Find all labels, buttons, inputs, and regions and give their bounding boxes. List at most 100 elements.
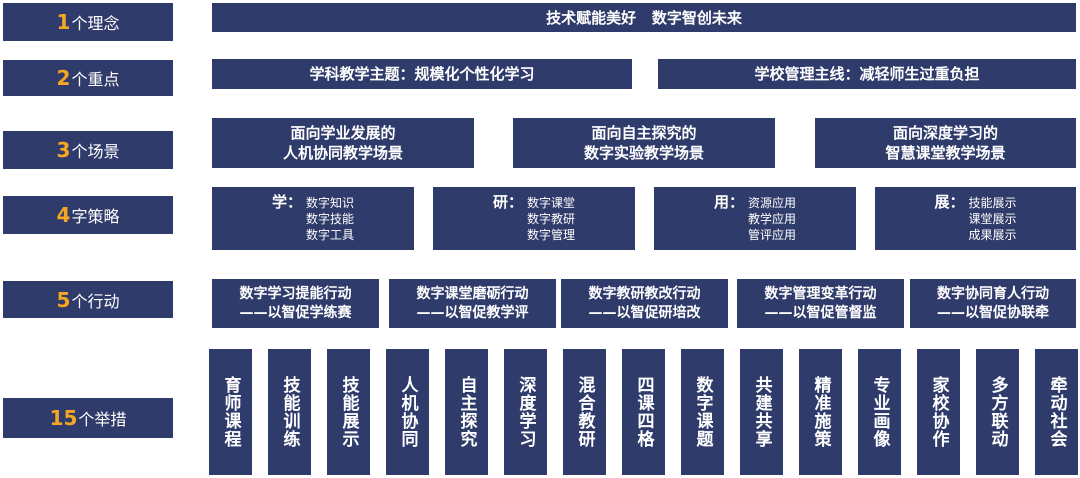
- scene-box: 面向自主探究的 数字实验教学场景: [513, 118, 775, 168]
- measure-text: 专业画像: [869, 376, 890, 448]
- action-title: 数字教研教改行动: [588, 285, 701, 302]
- measure-text: 四课四格: [633, 376, 654, 448]
- strategy-box: 研： 数字课堂 数字教研 数字管理: [433, 187, 635, 250]
- scene-line2: 智慧课堂教学场景: [885, 144, 1006, 162]
- measure-text: 育师课程: [220, 376, 241, 448]
- measure-text: 牵动社会: [1046, 376, 1067, 448]
- measure-box: 共建共享: [740, 349, 783, 475]
- label-text: 个理念: [71, 14, 120, 33]
- label-number: 1: [56, 10, 71, 34]
- measure-box: 数字课题: [681, 349, 724, 475]
- measure-text: 精准施策: [810, 376, 831, 448]
- strategy-item: 数字教研: [527, 212, 576, 226]
- concept-text: 技术赋能美好 数字智创未来: [546, 8, 742, 27]
- action-box: 数字协同育人行动 ——以智促协联牵: [910, 279, 1076, 328]
- strategy-item: 数字课堂: [527, 196, 576, 210]
- focus-box: 学校管理主线：减轻师生过重负担: [658, 59, 1076, 89]
- measure-box: 多方联动: [976, 349, 1019, 475]
- strategy-items: 资源应用 教学应用 管评应用: [748, 193, 796, 250]
- strategy-key: 研：: [492, 193, 523, 211]
- scene-line2: 人机协同教学场景: [282, 144, 403, 162]
- label-text: 个举措: [78, 410, 127, 429]
- strategy-items: 数字知识 数字技能 数字工具: [306, 193, 354, 250]
- strategy-item: 教学应用: [748, 212, 797, 226]
- scene-box: 面向深度学习的 智慧课堂教学场景: [815, 118, 1076, 168]
- measure-box: 深度学习: [504, 349, 547, 475]
- strategy-item: 数字管理: [527, 228, 576, 242]
- label-number: 3: [56, 138, 71, 162]
- label-number: 2: [56, 66, 71, 90]
- strategy-items: 数字课堂 数字教研 数字管理: [527, 193, 575, 250]
- action-box: 数字学习提能行动 ——以智促学练赛: [212, 279, 379, 328]
- scene-line1: 面向自主探究的: [591, 124, 697, 142]
- measure-box: 混合教研: [563, 349, 606, 475]
- strategy-box: 用： 资源应用 教学应用 管评应用: [654, 187, 856, 250]
- strategy-item: 资源应用: [748, 196, 797, 210]
- scene-line2: 数字实验教学场景: [583, 144, 704, 162]
- measure-text: 混合教研: [574, 376, 595, 448]
- strategy-item: 成果展示: [968, 228, 1017, 242]
- label-number: 4: [56, 203, 71, 227]
- strategy-item: 课堂展示: [968, 212, 1017, 226]
- measure-text: 数字课题: [692, 376, 713, 448]
- action-subtitle: ——以智促管督监: [764, 304, 877, 321]
- action-subtitle: ——以智促协联牵: [937, 304, 1049, 321]
- action-title: 数字学习提能行动: [239, 285, 352, 302]
- measure-text: 共建共享: [751, 376, 772, 448]
- measure-box: 人机协同: [386, 349, 429, 475]
- measure-box: 精准施策: [799, 349, 842, 475]
- strategy-item: 数字知识: [306, 196, 355, 210]
- measure-box: 技能展示: [327, 349, 370, 475]
- measure-box: 自主探究: [445, 349, 488, 475]
- action-box: 数字教研教改行动 ——以智促研培改: [561, 279, 728, 328]
- label-text: 个重点: [71, 70, 120, 89]
- measure-box: 专业画像: [858, 349, 901, 475]
- focus-text: 学科教学主题：规模化个性化学习: [309, 65, 535, 83]
- action-title: 数字课堂磨砺行动: [416, 285, 529, 302]
- strategy-key: 学：: [271, 193, 302, 211]
- label-number: 15: [49, 406, 78, 430]
- scene-box: 面向学业发展的 人机协同教学场景: [212, 118, 474, 168]
- measure-box: 技能训练: [268, 349, 311, 475]
- focus-text: 学校管理主线：减轻师生过重负担: [754, 65, 980, 83]
- label-number: 5: [56, 287, 71, 312]
- measure-text: 技能展示: [338, 376, 359, 448]
- label-text: 个行动: [71, 291, 120, 311]
- measure-box: 育师课程: [209, 349, 252, 475]
- strategy-box: 展： 技能展示 课堂展示 成果展示: [875, 187, 1076, 250]
- strategy-item: 数字工具: [306, 228, 355, 242]
- action-title: 数字协同育人行动: [937, 285, 1049, 302]
- strategy-item: 数字技能: [306, 212, 355, 226]
- measure-box: 牵动社会: [1035, 349, 1078, 475]
- label-text: 个场景: [71, 142, 120, 161]
- concept-banner: 技术赋能美好 数字智创未来: [212, 3, 1076, 32]
- measure-text: 深度学习: [515, 376, 536, 448]
- measure-text: 家校协作: [928, 376, 949, 448]
- measure-box: 家校协作: [917, 349, 960, 475]
- action-subtitle: ——以智促教学评: [416, 304, 529, 321]
- action-title: 数字管理变革行动: [764, 285, 877, 302]
- measure-text: 自主探究: [456, 376, 477, 448]
- action-box: 数字课堂磨砺行动 ——以智促教学评: [389, 279, 556, 328]
- strategy-box: 学： 数字知识 数字技能 数字工具: [212, 187, 414, 250]
- measure-text: 人机协同: [397, 376, 418, 448]
- action-box: 数字管理变革行动 ——以智促管督监: [737, 279, 904, 328]
- action-subtitle: ——以智促研培改: [588, 304, 701, 321]
- measure-box: 四课四格: [622, 349, 665, 475]
- strategy-item: 技能展示: [968, 196, 1017, 210]
- strategy-item: 管评应用: [748, 228, 797, 242]
- strategy-key: 用：: [713, 193, 744, 211]
- strategy-key: 展：: [934, 193, 965, 211]
- scene-line1: 面向深度学习的: [892, 124, 998, 142]
- action-subtitle: ——以智促学练赛: [239, 304, 352, 321]
- label-text: 字策略: [71, 207, 120, 226]
- strategy-items: 技能展示 课堂展示 成果展示: [969, 193, 1017, 250]
- focus-box: 学科教学主题：规模化个性化学习: [212, 59, 632, 89]
- measure-text: 技能训练: [279, 376, 300, 448]
